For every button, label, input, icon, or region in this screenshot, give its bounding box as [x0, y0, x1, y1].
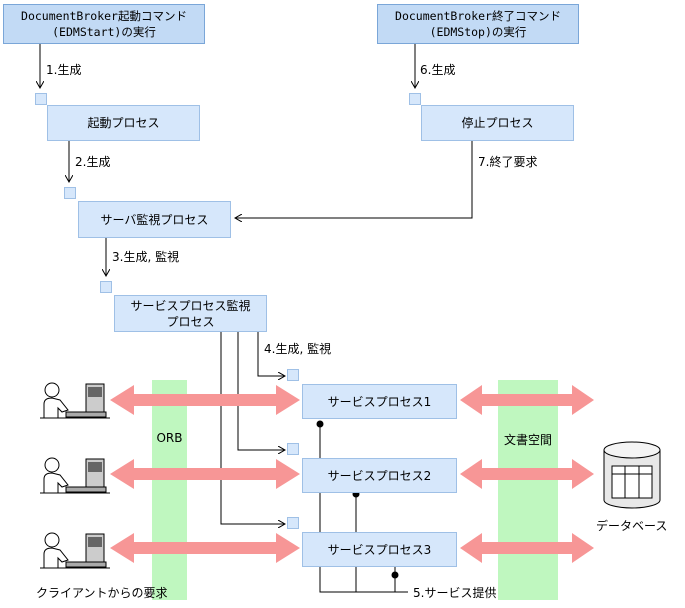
- client-orb-arrow-1: [110, 385, 300, 415]
- server-monitor-corner: [64, 187, 76, 199]
- database-icon: [603, 441, 661, 509]
- service-process-3-label: サービスプロセス3: [327, 542, 432, 557]
- doc-space-label: 文書空間: [503, 433, 552, 447]
- service2-corner: [287, 443, 299, 455]
- service-process-1-label: サービスプロセス1: [327, 394, 432, 409]
- client-orb-arrow-3: [110, 533, 300, 563]
- client-icon-2: [40, 457, 110, 494]
- service1-corner: [287, 369, 299, 381]
- service-monitor-corner: [100, 281, 112, 293]
- step-7-label: 7.終了要求: [478, 155, 538, 169]
- step-1-label: 1.生成: [46, 63, 82, 77]
- bus-dot-1: [316, 420, 324, 428]
- step-5-label: 5.サービス提供: [413, 586, 497, 600]
- service-process-2-label: サービスプロセス2: [327, 468, 432, 483]
- bus-dot-3: [391, 571, 399, 579]
- step-6-label: 6.生成: [420, 63, 456, 77]
- stop-process-box: 停止プロセス: [421, 105, 574, 141]
- client-icon-1: [40, 382, 110, 419]
- stop-command-box: DocumentBroker終了コマンド (EDMStop)の実行: [377, 4, 579, 44]
- start-process-label: 起動プロセス: [87, 116, 160, 130]
- arrow-to-service2: [237, 332, 285, 450]
- service-doc-arrow-3: [460, 533, 594, 563]
- start-command-line2: (EDMStart)の実行: [52, 25, 156, 39]
- client-icon-3: [40, 532, 110, 569]
- start-command-box: DocumentBroker起動コマンド (EDMStart)の実行: [3, 4, 205, 44]
- database-label: データベース: [596, 519, 668, 533]
- service-monitor-label-line1: サービスプロセス監視: [130, 298, 251, 313]
- start-process-corner: [35, 93, 47, 105]
- service-process-3-box: サービスプロセス3: [302, 532, 457, 567]
- start-command-line1: DocumentBroker起動コマンド: [21, 9, 187, 23]
- service-doc-arrow-2: [460, 459, 594, 489]
- doc-space-band: [498, 380, 558, 600]
- service3-corner: [287, 517, 299, 529]
- arrow-to-service3: [220, 332, 285, 524]
- client-orb-arrow-2: [110, 459, 300, 489]
- stop-command-line2: (EDMStop)の実行: [429, 25, 527, 39]
- stop-process-label: 停止プロセス: [461, 116, 534, 130]
- server-monitor-label: サーバ監視プロセス: [100, 212, 209, 227]
- service-doc-arrow-1: [460, 385, 594, 415]
- arrow-step4: [257, 332, 285, 376]
- service-process-2-box: サービスプロセス2: [302, 458, 457, 493]
- server-monitor-box: サーバ監視プロセス: [78, 201, 231, 238]
- stop-process-corner: [409, 93, 421, 105]
- orb-band: [152, 380, 187, 600]
- step-2-label: 2.生成: [75, 155, 111, 169]
- stop-command-line1: DocumentBroker終了コマンド: [395, 9, 561, 23]
- service-monitor-label-line2: プロセス: [166, 314, 215, 329]
- service-process-1-box: サービスプロセス1: [302, 384, 457, 419]
- start-process-box: 起動プロセス: [47, 105, 200, 141]
- step-3-label: 3.生成, 監視: [112, 250, 180, 264]
- service-monitor-box: サービスプロセス監視 プロセス: [114, 295, 267, 332]
- clients-label: クライアントからの要求: [36, 586, 168, 600]
- arrow-step7: [235, 141, 473, 218]
- orb-label: ORB: [156, 431, 183, 445]
- step-4-label: 4.生成, 監視: [264, 342, 332, 356]
